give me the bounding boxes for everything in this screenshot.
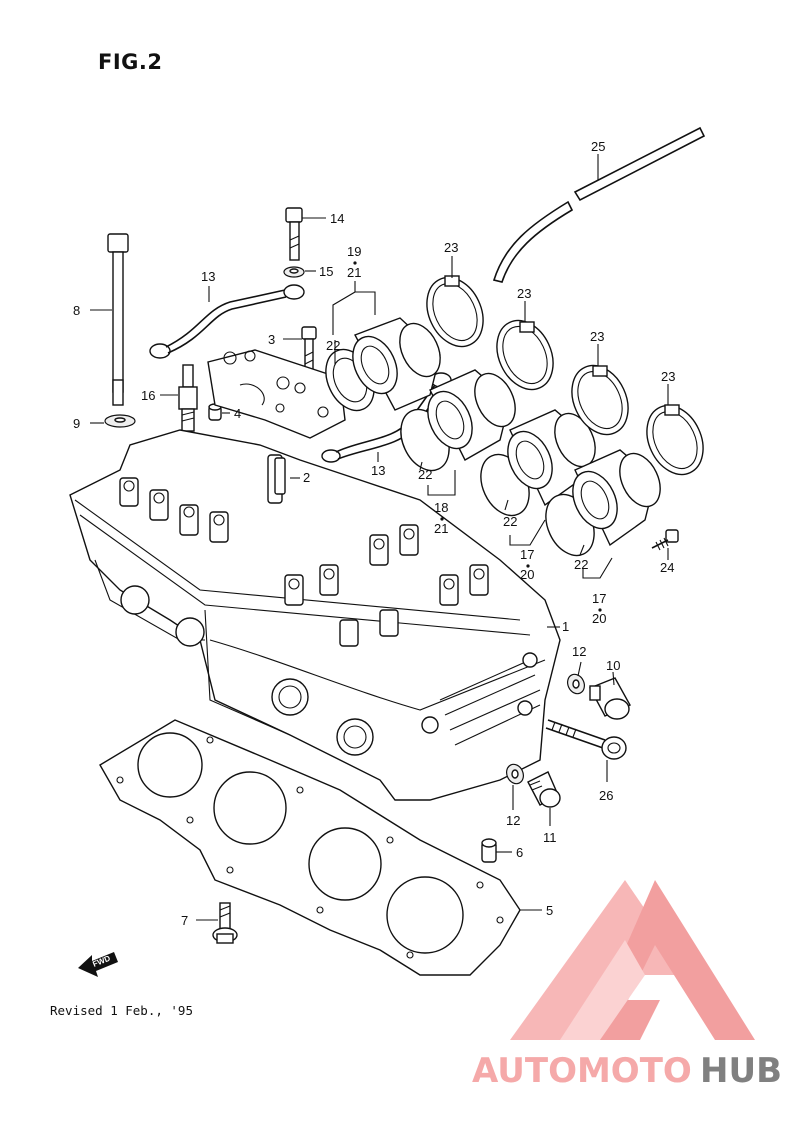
plug-10 xyxy=(589,677,631,720)
callout-8: 8 xyxy=(73,303,80,318)
breather-hose xyxy=(492,126,706,283)
callout-26: 26 xyxy=(599,788,613,803)
callout-13-lower: 13 xyxy=(371,463,385,478)
callout-23-3: 23 xyxy=(590,329,604,344)
oil-pipe-upper xyxy=(149,284,305,359)
callout-13-upper: 13 xyxy=(201,269,215,284)
callout-23-1: 23 xyxy=(444,240,458,255)
callout-21-lower: 21 xyxy=(434,521,448,536)
bolt-3 xyxy=(301,326,317,376)
intake-pipe-3 xyxy=(480,409,596,517)
callout-5: 5 xyxy=(546,903,553,918)
camshaft-holder xyxy=(207,349,346,439)
hose-clamp-1 xyxy=(426,275,484,348)
intake-pipe-2 xyxy=(400,369,516,472)
bolt-26 xyxy=(545,719,627,760)
callout-20-left: 20 xyxy=(520,567,534,582)
callout-1: 1 xyxy=(562,619,569,634)
callout-17-right: 17 xyxy=(592,591,606,606)
callout-23-4: 23 xyxy=(661,369,675,384)
callout-20-right: 20 xyxy=(592,611,606,626)
callout-7: 7 xyxy=(181,913,188,928)
bolt-14 xyxy=(283,207,305,278)
callout-11: 11 xyxy=(543,830,557,845)
washer-12-upper xyxy=(567,673,585,695)
callout-18: 18 xyxy=(434,500,448,515)
callout-22-4: 22 xyxy=(574,557,588,572)
revision-note: Revised 1 Feb., '95 xyxy=(50,1003,193,1018)
washer-12-lower xyxy=(506,763,524,785)
callout-3: 3 xyxy=(268,332,275,347)
spark-plug xyxy=(178,364,198,440)
callout-14: 14 xyxy=(330,211,344,226)
callout-21-upper: 21 xyxy=(347,265,361,280)
hose-clamp-2 xyxy=(496,319,554,391)
leader-lines xyxy=(90,154,669,921)
callout-12-lower: 12 xyxy=(506,813,520,828)
callout-16: 16 xyxy=(141,388,155,403)
screw-24 xyxy=(651,529,679,551)
callout-9: 9 xyxy=(73,416,80,431)
bolt-7 xyxy=(212,902,238,944)
callout-22-1: 22 xyxy=(326,338,340,353)
cylinder-head xyxy=(69,429,561,801)
callout-10: 10 xyxy=(606,658,620,673)
cylinder-head-gasket xyxy=(99,719,521,976)
callout-24: 24 xyxy=(660,560,674,575)
long-stud-bolt xyxy=(104,233,136,428)
callout-23-2: 23 xyxy=(517,286,531,301)
intake-pipe-4 xyxy=(545,449,661,557)
figure-title: FIG.2 xyxy=(98,50,163,74)
callout-19: 19 xyxy=(347,244,361,259)
dowel-pin-4 xyxy=(208,403,222,421)
hose-clamp-4 xyxy=(646,404,704,476)
forward-direction-arrow: FWD xyxy=(78,952,118,977)
callout-2: 2 xyxy=(303,470,310,485)
callout-4: 4 xyxy=(234,406,241,421)
watermark-text-automoto: AUTOMOTO xyxy=(472,1051,692,1091)
callout-6: 6 xyxy=(516,845,523,860)
callout-labels: 1 2 3 4 5 6 7 8 9 10 11 12 12 13 13 14 1… xyxy=(73,139,675,928)
watermark-logo: AUTOMOTO HUB xyxy=(472,880,782,1091)
callout-17-left: 17 xyxy=(520,547,534,562)
callout-12-upper: 12 xyxy=(572,644,586,659)
intake-pipe-1 xyxy=(325,317,441,412)
watermark-text-hub: HUB xyxy=(700,1051,782,1091)
callout-15: 15 xyxy=(319,264,333,279)
dowel-pin-6 xyxy=(481,838,497,863)
callout-22-2: 22 xyxy=(418,467,432,482)
callout-22-3: 22 xyxy=(503,514,517,529)
union-bolt-11 xyxy=(527,771,561,808)
hose-clamp-3 xyxy=(571,364,629,436)
callout-25: 25 xyxy=(591,139,605,154)
